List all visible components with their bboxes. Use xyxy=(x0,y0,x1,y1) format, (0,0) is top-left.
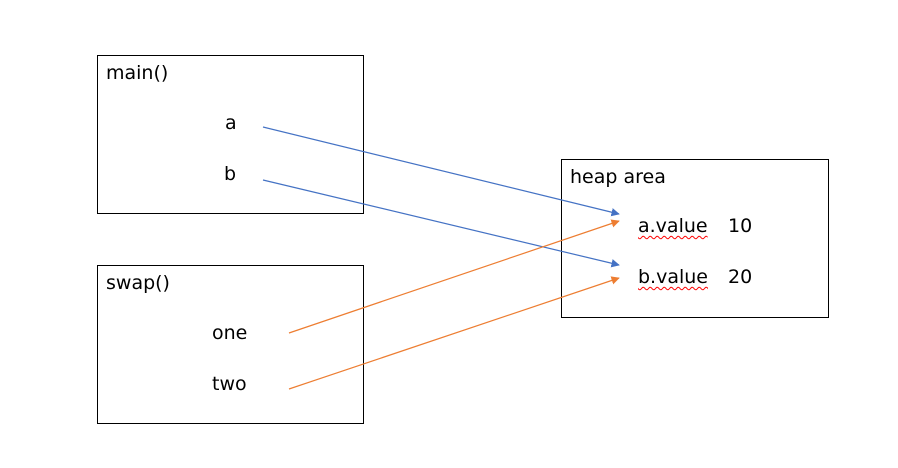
swap-var-two: two xyxy=(212,373,247,395)
swap-frame-title: swap() xyxy=(106,272,170,294)
main-frame-title: main() xyxy=(106,62,169,84)
heap-field-a-value-name: a.value xyxy=(638,215,708,237)
heap-field-b-value-number: 20 xyxy=(728,266,753,288)
heap-area-title: heap area xyxy=(570,166,666,188)
swap-var-one: one xyxy=(212,322,248,344)
heap-field-b-value-name: b.value xyxy=(638,266,708,288)
main-var-a: a xyxy=(225,112,237,134)
main-var-b: b xyxy=(224,163,237,185)
heap-field-a-value-number: 10 xyxy=(728,215,753,237)
